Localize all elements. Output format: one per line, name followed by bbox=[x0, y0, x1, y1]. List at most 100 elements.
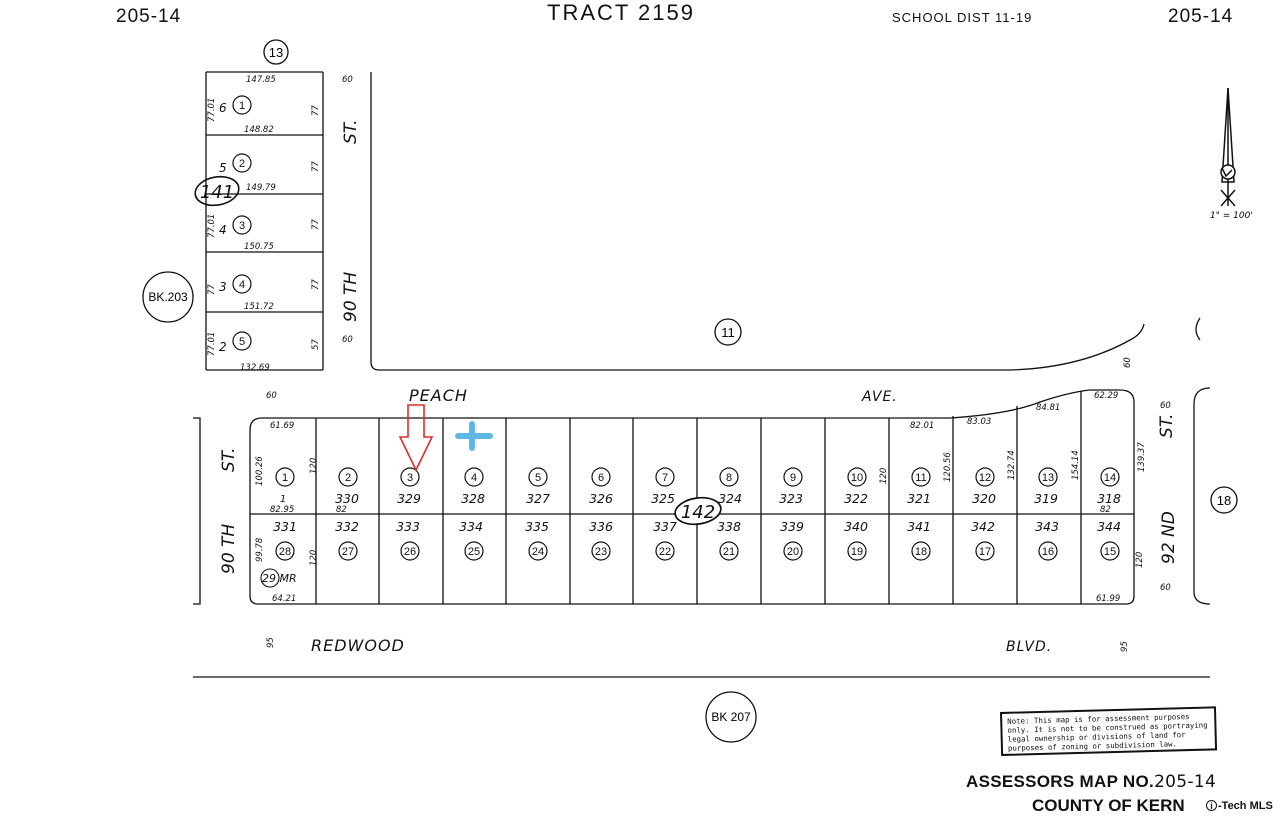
n-lot-1: 1 bbox=[280, 494, 286, 505]
svg-text:77.01: 77.01 bbox=[207, 98, 217, 122]
s-lot-338: 338 bbox=[717, 519, 741, 534]
lot-circle bbox=[911, 541, 931, 561]
s-lot-342: 342 bbox=[971, 519, 995, 534]
lot-circle bbox=[655, 467, 675, 487]
assessors-number: 205-14 bbox=[1154, 772, 1217, 792]
west-lot-2: 2 bbox=[219, 340, 227, 354]
lot-circle bbox=[464, 467, 484, 487]
book-ref-bottom: BK 207 bbox=[711, 710, 751, 724]
svg-text:77: 77 bbox=[311, 219, 321, 230]
west-circle-1: 1 bbox=[239, 100, 245, 112]
assessors-map-number: ASSESSORS MAP NO.205-14 bbox=[966, 772, 1216, 792]
n-circle-9: 9 bbox=[790, 472, 796, 484]
n-circle-5: 5 bbox=[535, 472, 541, 484]
n-lot-319: 319 bbox=[1034, 491, 1058, 506]
s-circle-23: 23 bbox=[595, 546, 607, 558]
street-92nd-st: ST. bbox=[1157, 413, 1177, 438]
dim-92nd-south: 60 bbox=[1160, 583, 1171, 593]
s-lot-341: 341 bbox=[907, 519, 931, 534]
lot-circle bbox=[591, 541, 611, 561]
map-ref-left: 205-14 bbox=[116, 6, 181, 27]
n-circle-6: 6 bbox=[598, 472, 604, 484]
oval-141: 141 bbox=[200, 182, 234, 203]
dim-sw-bottom: 64.21 bbox=[272, 594, 296, 604]
n-lot-322: 322 bbox=[844, 491, 868, 506]
svg-text:60: 60 bbox=[342, 75, 353, 85]
s-circle-27: 27 bbox=[342, 546, 354, 558]
lot-circle bbox=[338, 541, 358, 561]
dim-side-east: 139.37 bbox=[1137, 442, 1147, 472]
lot-circle bbox=[275, 467, 295, 487]
n-lot-327: 327 bbox=[526, 491, 550, 506]
svg-text:77.01: 77.01 bbox=[207, 332, 217, 356]
west-block: 147.85 148.82 149.79 150.75 151.72 132.6… bbox=[207, 75, 353, 373]
map-ref-right: 205-14 bbox=[1168, 6, 1233, 27]
n-circle-14: 14 bbox=[1104, 472, 1116, 484]
lot-circle bbox=[275, 541, 295, 561]
county-name: COUNTY OF KERN bbox=[1032, 796, 1185, 815]
west-lot-6: 6 bbox=[219, 101, 227, 115]
lot-circle bbox=[719, 467, 739, 487]
dim-lot11-corner: 60 bbox=[1123, 357, 1133, 368]
n-lot-329: 329 bbox=[397, 491, 421, 506]
svg-text:150.75: 150.75 bbox=[244, 242, 274, 252]
dim-sw-120: 120 bbox=[309, 550, 319, 566]
tract-title: TRACT 2159 bbox=[547, 0, 695, 25]
s-lot-336: 336 bbox=[589, 519, 613, 534]
svg-text:77.01: 77.01 bbox=[207, 214, 217, 238]
dim-top-11: 82.01 bbox=[910, 421, 934, 431]
s-lot-335: 335 bbox=[525, 519, 549, 534]
s-circle-21: 21 bbox=[723, 546, 735, 558]
lot-circle bbox=[847, 541, 867, 561]
dim-side-12: 120.56 bbox=[943, 452, 953, 482]
street-90th-lower-st: ST. bbox=[219, 447, 239, 472]
street-peach: PEACH bbox=[409, 386, 468, 405]
oval-142: 142 bbox=[681, 502, 715, 523]
dim-sw-side: 99.78 bbox=[255, 537, 265, 562]
dim-mid-120: 120 bbox=[879, 468, 889, 484]
s-circle-16: 16 bbox=[1042, 546, 1054, 558]
circle-13: 13 bbox=[269, 45, 283, 60]
s-circle-24: 24 bbox=[532, 546, 544, 558]
lot-circle bbox=[400, 467, 420, 487]
lot-circle bbox=[1038, 541, 1058, 561]
s-lot-337: 337 bbox=[653, 519, 677, 534]
s-lot-340: 340 bbox=[844, 519, 868, 534]
assessors-label: ASSESSORS MAP NO. bbox=[966, 772, 1155, 791]
lot-circle bbox=[783, 467, 803, 487]
scale-label: 1" = 100' bbox=[1210, 211, 1253, 221]
cross-marker-icon bbox=[455, 421, 493, 451]
s-lot-331: 331 bbox=[273, 519, 297, 534]
info-icon: i bbox=[1206, 800, 1217, 811]
dim-top-14: 62.29 bbox=[1094, 391, 1118, 401]
watermark: i-Tech MLS bbox=[1206, 800, 1273, 812]
n-lot-318: 318 bbox=[1097, 491, 1121, 506]
svg-text:77: 77 bbox=[311, 105, 321, 116]
svg-text:77: 77 bbox=[311, 279, 321, 290]
n-circle-4: 4 bbox=[471, 472, 477, 484]
s-lot-332: 332 bbox=[335, 519, 359, 534]
n-circle-7: 7 bbox=[662, 472, 668, 484]
s-lot-343: 343 bbox=[1035, 519, 1059, 534]
svg-text:149.79: 149.79 bbox=[246, 183, 276, 193]
n-lot-321: 321 bbox=[907, 491, 931, 506]
lot-circle bbox=[338, 467, 358, 487]
west-circle-2: 2 bbox=[239, 158, 245, 170]
lot-circle bbox=[975, 541, 995, 561]
west-lot-4: 4 bbox=[219, 223, 227, 237]
n-circle-8: 8 bbox=[726, 472, 732, 484]
dim-nw-side: 100.26 bbox=[255, 456, 265, 486]
dim-ne-bottom: 82 bbox=[1100, 505, 1111, 515]
street-92nd-name: 92 ND bbox=[1159, 511, 1179, 564]
west-circle-3: 3 bbox=[239, 220, 245, 232]
svg-text:147.85: 147.85 bbox=[246, 75, 276, 85]
s-circle-17: 17 bbox=[979, 546, 991, 558]
dim-se-bottom: 61.99 bbox=[1096, 594, 1120, 604]
dim-redwood-east: 95 bbox=[1120, 641, 1130, 652]
n-lot-320: 320 bbox=[972, 491, 996, 506]
svg-text:77: 77 bbox=[207, 284, 217, 295]
dim-side-14: 154.14 bbox=[1071, 450, 1081, 480]
dim-top-12: 83.03 bbox=[967, 417, 991, 427]
dim-nw-120: 120 bbox=[309, 458, 319, 474]
s-lot-333: 333 bbox=[396, 519, 420, 534]
